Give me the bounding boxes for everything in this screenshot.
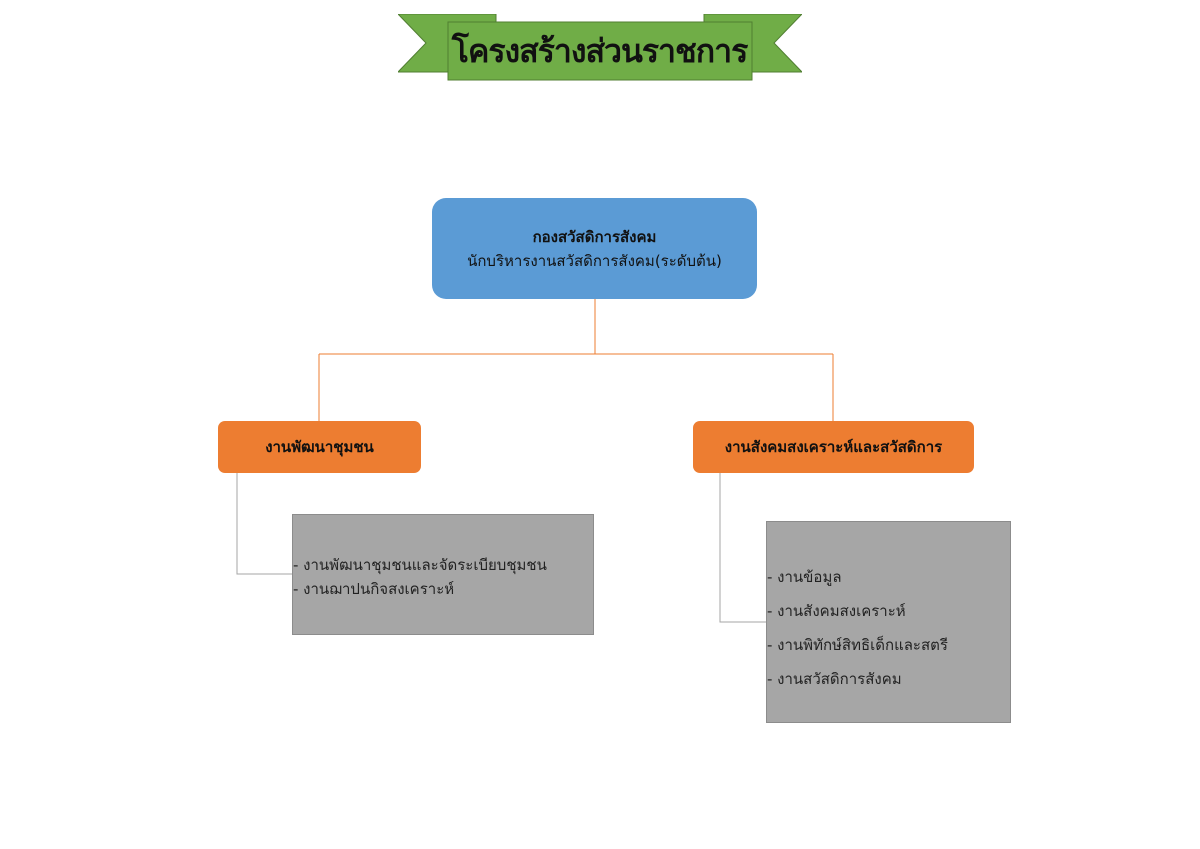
root-node-subtitle: นักบริหารงานสวัสดิการสังคม(ระดับต้น) (467, 251, 722, 270)
task-item: - งานสวัสดิการสังคม (767, 670, 902, 688)
task-item: - งานสังคมสงเคราะห์ (767, 602, 906, 620)
task-connectors (236, 473, 766, 623)
task-item: - งานข้อมูล (767, 568, 842, 586)
title-ribbon (398, 14, 802, 81)
task-item: - งานพิทักษ์สิทธิเด็กและสตรี (767, 636, 948, 654)
task-item: - งานพัฒนาชุมชนและจัดระเบียบชุมชน (293, 556, 547, 574)
page-title: โครงสร้างส่วนราชการ (451, 31, 749, 70)
ribbon-center (447, 21, 753, 81)
root-node-title: กองสวัสดิการสังคม (532, 227, 657, 246)
left-task-connector (236, 473, 292, 575)
right-task-connector (719, 473, 766, 623)
task-list-community-development: - งานพัฒนาชุมชนและจัดระเบียบชุมชน - งานฌ… (292, 514, 594, 635)
root-connectors (318, 299, 834, 421)
task-list-social-welfare: - งานข้อมูล - งานสังคมสงเคราะห์ - งานพิท… (766, 521, 1011, 723)
department-node-community-development: งานพัฒนาชุมชน (218, 421, 421, 473)
root-node-social-welfare-division: กองสวัสดิการสังคม นักบริหารงานสวัสดิการส… (432, 198, 757, 299)
task-item: - งานฌาปนกิจสงเคราะห์ (293, 580, 455, 598)
department-node-social-welfare: งานสังคมสงเคราะห์และสวัสดิการ (693, 421, 974, 473)
